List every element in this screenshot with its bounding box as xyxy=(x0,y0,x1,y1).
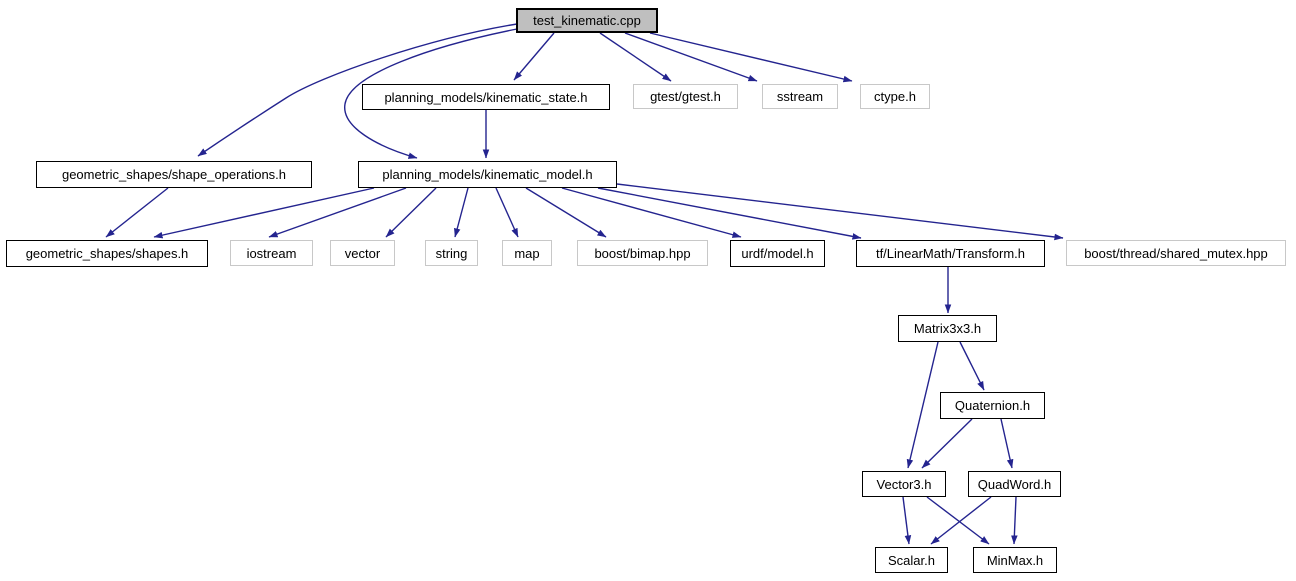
edge-kinematic-model-to-bimap xyxy=(525,187,607,238)
node-minmax-h[interactable]: MinMax.h xyxy=(973,547,1057,573)
edge-shape-operations-to-shapes xyxy=(105,187,169,238)
node-quaternion-h[interactable]: Quaternion.h xyxy=(940,392,1045,419)
node-test-kinematic-cpp: test_kinematic.cpp xyxy=(516,8,658,33)
edge-kinematic-model-to-map xyxy=(495,187,519,238)
edge-kinematic-model-to-iostream xyxy=(268,187,407,238)
node-iostream: iostream xyxy=(230,240,313,266)
node-vector: vector xyxy=(330,240,395,266)
edge-kinematic-model-to-transform xyxy=(597,187,862,240)
node-tf-linearmath-transform-h[interactable]: tf/LinearMath/Transform.h xyxy=(856,240,1045,267)
node-scalar-h[interactable]: Scalar.h xyxy=(875,547,948,573)
edge-root-to-kinematic-model xyxy=(344,28,518,159)
edge-vector3-to-scalar xyxy=(902,496,912,545)
edge-quadword-to-scalar xyxy=(930,496,992,545)
edge-quadword-to-minmax xyxy=(1011,496,1018,545)
node-map: map xyxy=(502,240,552,266)
edge-quaternion-to-quadword xyxy=(1000,418,1014,469)
edge-root-to-ctype xyxy=(649,32,853,83)
node-sstream: sstream xyxy=(762,84,838,109)
node-urdf-model-h[interactable]: urdf/model.h xyxy=(730,240,825,267)
edge-kinematic-model-to-string xyxy=(454,187,469,238)
edge-matrix3x3-to-vector3 xyxy=(906,341,939,469)
node-matrix3x3-h[interactable]: Matrix3x3.h xyxy=(898,315,997,342)
edge-kinematic-model-to-vector xyxy=(385,187,437,238)
edge-root-to-sstream xyxy=(624,32,758,82)
edge-quaternion-to-vector3 xyxy=(921,418,973,469)
edge-root-to-shape-operations xyxy=(197,23,518,157)
node-gtest-h: gtest/gtest.h xyxy=(633,84,738,109)
edge-root-to-kinematic-state xyxy=(513,32,555,81)
node-kinematic-state-h[interactable]: planning_models/kinematic_state.h xyxy=(362,84,610,110)
node-kinematic-model-h[interactable]: planning_models/kinematic_model.h xyxy=(358,161,617,188)
node-vector3-h[interactable]: Vector3.h xyxy=(862,471,946,497)
node-ctype-h: ctype.h xyxy=(860,84,930,109)
node-boost-thread-shared-mutex-hpp: boost/thread/shared_mutex.hpp xyxy=(1066,240,1286,266)
node-boost-bimap-hpp: boost/bimap.hpp xyxy=(577,240,708,266)
edge-matrix3x3-to-quaternion xyxy=(959,341,985,391)
node-quadword-h[interactable]: QuadWord.h xyxy=(968,471,1061,497)
node-shapes-h[interactable]: geometric_shapes/shapes.h xyxy=(6,240,208,267)
edge-kinematic-model-to-urdf-model xyxy=(561,187,742,238)
edge-root-to-gtest xyxy=(599,32,672,82)
edge-kinematic-model-to-shapes xyxy=(153,187,375,239)
edge-kinematic-model-to-shared-mutex xyxy=(616,183,1064,241)
node-shape-operations-h[interactable]: geometric_shapes/shape_operations.h xyxy=(36,161,312,188)
node-string: string xyxy=(425,240,478,266)
edge-vector3-to-minmax xyxy=(926,496,990,545)
